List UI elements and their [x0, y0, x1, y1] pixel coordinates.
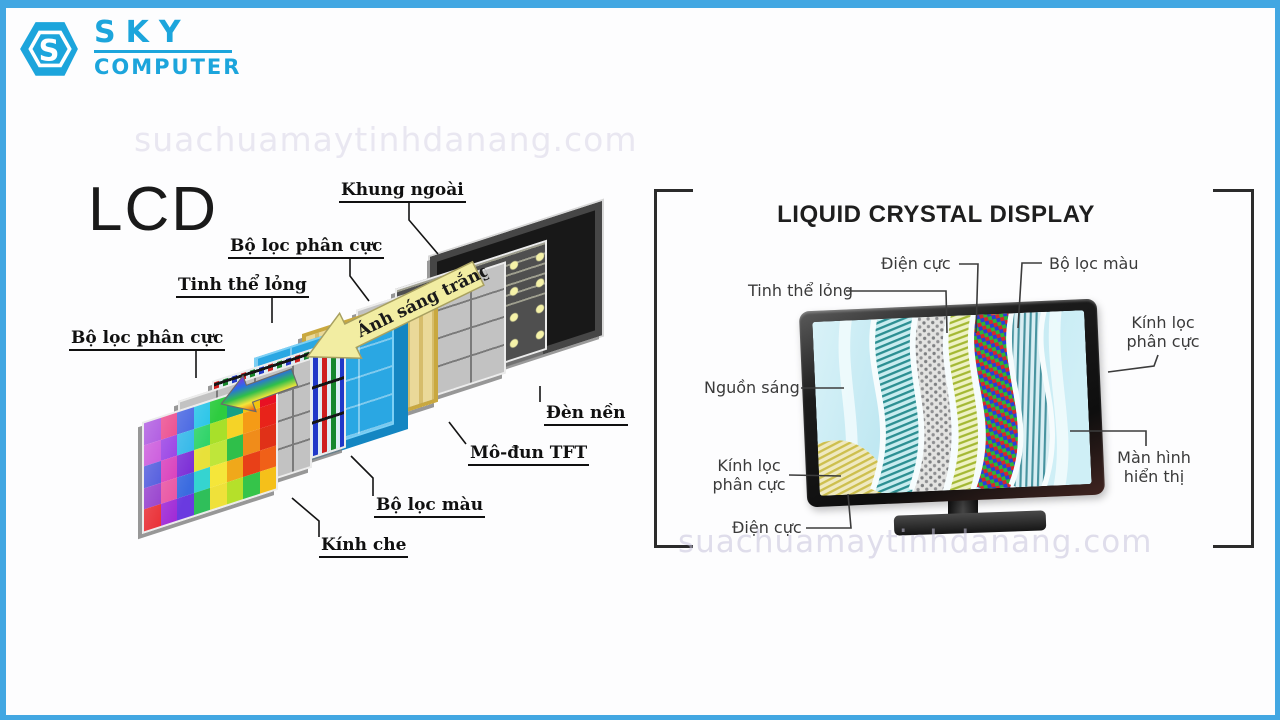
screen-color-cell: [210, 439, 227, 467]
connector-kinh-che: [291, 497, 320, 537]
screen-color-cell: [193, 488, 210, 516]
label-khung-ngoai: Khung ngoài: [339, 180, 466, 203]
screen-color-cell: [144, 482, 161, 510]
logo-divider: [94, 50, 232, 53]
screen-color-cell: [193, 401, 210, 429]
connector-bo-loc-mau: [350, 455, 374, 496]
logo-wordmark: SKY COMPUTER: [94, 18, 241, 79]
connector-mo-dun-tft: [448, 421, 467, 445]
screen-color-cell: [193, 466, 210, 494]
label-kinh-che: Kính che: [319, 535, 409, 558]
logo-text-sky: SKY: [94, 15, 191, 50]
screen-color-cell: [226, 455, 243, 483]
screen-color-cell: [243, 472, 260, 500]
layer-polarizer-stripes: [875, 310, 921, 496]
right-bracket: [1213, 189, 1254, 548]
connector-kinh-loc-right: [1107, 354, 1159, 373]
screen-color-cell: [243, 450, 260, 478]
label-kinh-loc-phan-cuc-left: Kính lọc phân cực: [712, 456, 786, 495]
monitor: [798, 298, 1106, 508]
screen-color-cell: [177, 428, 194, 456]
lcd-title: LCD: [88, 175, 219, 244]
label-tinh-the-long-right: Tinh thể lỏng: [748, 281, 853, 300]
label-man-hinh-hien-thi: Màn hình hiển thị: [1117, 448, 1191, 487]
rainbow-light-arrow-icon: [220, 368, 299, 413]
screen-color-cell: [177, 472, 194, 500]
layer-electrode-dots: [913, 310, 952, 496]
screen-color-cell: [226, 477, 243, 505]
screen-color-cell: [144, 417, 161, 445]
screen-color-cell: [243, 429, 260, 456]
screen-color-cell: [160, 499, 177, 526]
screen-color-cell: [210, 482, 227, 510]
label-dien-cuc-top: Điện cực: [881, 254, 951, 273]
hexagon-s-logo-icon: S: [20, 22, 78, 76]
sky-computer-logo: S SKY COMPUTER: [18, 18, 241, 82]
screen-color-cell: [177, 450, 194, 478]
white-light-arrow-icon: Ánh sáng trắng: [305, 259, 494, 359]
screen-color-cell: [160, 477, 177, 505]
watermark-bottom: suachuamaytinhdanang.com: [678, 524, 1153, 560]
watermark-top: suachuamaytinhdanang.com: [134, 120, 638, 159]
screen-color-cell: [193, 445, 210, 473]
label-dien-cuc-bottom: Điện cực: [732, 518, 802, 537]
right-diagram-title: LIQUID CRYSTAL DISPLAY: [777, 201, 1095, 228]
screen-color-cell: [160, 434, 177, 462]
white-light-arrow-label: Ánh sáng trắng: [352, 259, 494, 343]
screen-color-cell: [144, 504, 161, 532]
layer-front-polarizer: [1012, 310, 1050, 496]
label-tinh-the-long: Tinh thể lỏng: [176, 275, 309, 298]
label-bo-loc-phan-cuc-left: Bộ lọc phân cực: [69, 328, 226, 351]
screen-color-cell: [226, 434, 243, 462]
monitor-screen: [812, 310, 1092, 496]
screen-layers-illustration: [812, 310, 1092, 496]
screen-color-cell: [193, 423, 210, 451]
label-bo-loc-mau-left: Bộ lọc màu: [374, 495, 486, 518]
screen-color-cell: [177, 407, 194, 435]
layer-liquid-crystal: [948, 310, 979, 496]
left-bracket: [654, 189, 693, 548]
screen-color-cell: [259, 445, 276, 473]
screen-color-cell: [160, 455, 177, 483]
screen-color-cell: [144, 439, 161, 467]
label-kinh-loc-phan-cuc-right: Kính lọc phân cực: [1126, 313, 1200, 352]
screen-color-cell: [160, 412, 177, 440]
logo-text-computer: COMPUTER: [94, 55, 242, 79]
label-bo-loc-mau-right: Bộ lọc màu: [1049, 254, 1139, 273]
screen-color-cell: [177, 493, 194, 521]
screen-color-cell: [210, 461, 227, 489]
screen-color-cell: [144, 461, 161, 489]
layer-color-filter: [974, 310, 1018, 496]
screen-highlight-right: [1048, 310, 1069, 491]
label-mo-dun-tft: Mô-đun TFT: [468, 443, 590, 466]
label-den-nen: Đèn nền: [544, 403, 628, 426]
label-bo-loc-phan-cuc-top: Bộ lọc phân cực: [228, 236, 385, 259]
label-nguon-sang: Nguồn sáng: [704, 378, 800, 397]
screen-color-cell: [259, 423, 276, 451]
svg-text:S: S: [39, 33, 60, 67]
screen-color-cell: [259, 466, 276, 494]
